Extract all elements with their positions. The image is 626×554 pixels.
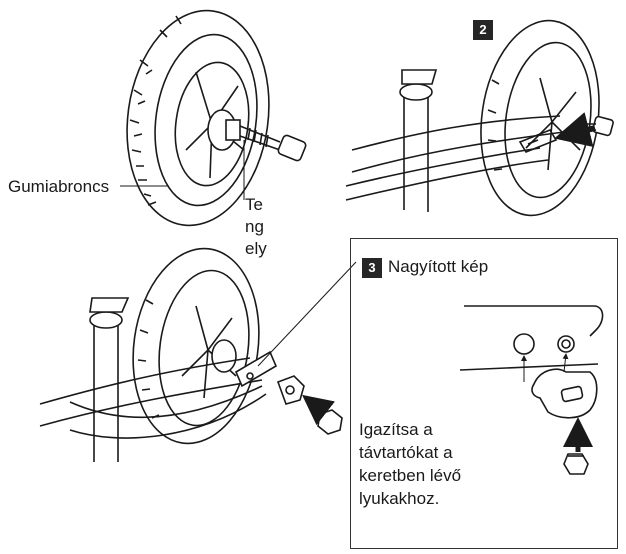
step1-illustration — [120, 9, 307, 227]
instruction-line-4: lyukakhoz. — [359, 489, 440, 508]
magnified-view-title: Nagyított kép — [388, 257, 489, 276]
step3-frame — [39, 297, 278, 462]
instruction-line-1: Igazítsa a — [359, 420, 433, 439]
step2-frame — [345, 69, 581, 212]
inset-nut — [563, 453, 589, 475]
step3-wheel — [132, 247, 260, 445]
instruction-line-3: keretben lévő — [359, 466, 462, 485]
step-2-badge: 2 — [473, 20, 493, 40]
step3-push-arrow — [302, 394, 335, 426]
inset-illustration — [459, 305, 604, 475]
step2-illustration — [345, 19, 614, 217]
step1-axle-bolt — [239, 125, 307, 162]
step-3-badge: 3 — [362, 258, 382, 278]
step3-nut — [317, 409, 343, 435]
step1-wheel — [126, 9, 270, 227]
step3-spacer — [276, 375, 305, 405]
step3-illustration — [39, 247, 357, 462]
instruction-line-2: távtartókat a — [359, 443, 453, 462]
axle-label-line-1: Te — [245, 195, 263, 214]
inset-spacer — [531, 368, 598, 419]
magnified-view-frame — [350, 238, 618, 549]
step2-push-arrow — [554, 112, 596, 147]
tire-label: Gumiabroncs — [8, 177, 110, 196]
inset-frame-hole — [513, 333, 535, 355]
axle-label-line-2: ng — [245, 217, 264, 236]
axle-label-line-3: ely — [245, 239, 267, 258]
